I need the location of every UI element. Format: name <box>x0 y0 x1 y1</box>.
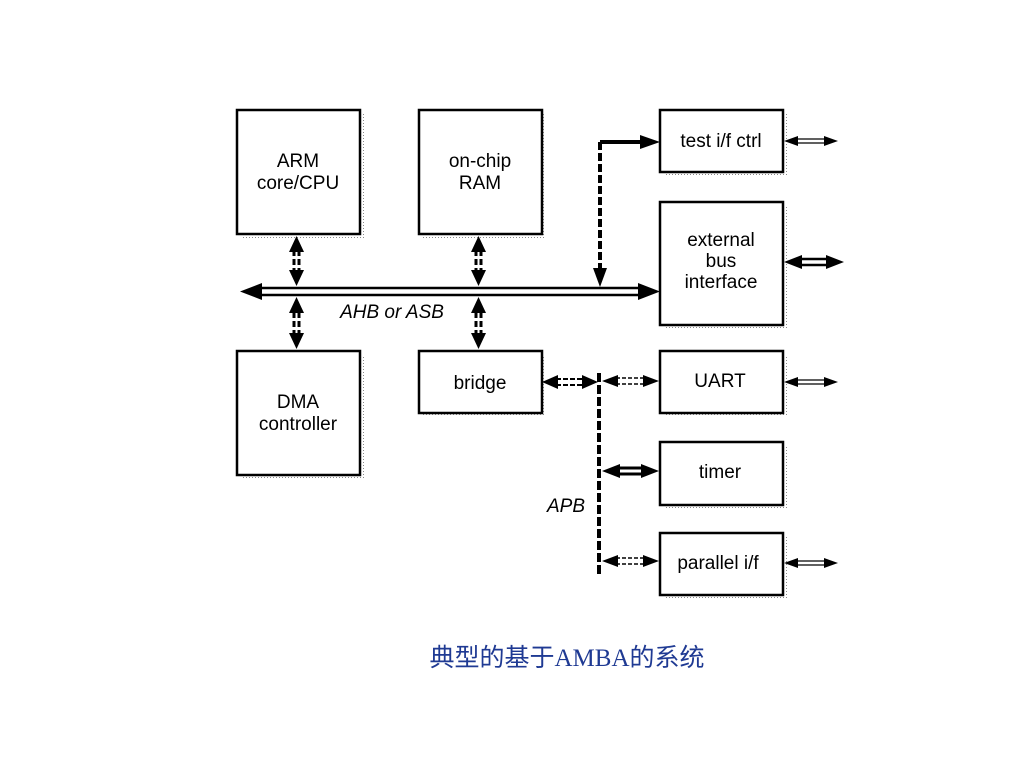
block-arm-cpu: ARM core/CPU <box>235 108 364 238</box>
block-box <box>235 108 362 236</box>
dma-controller-label-line2: controller <box>259 414 338 435</box>
block-dma-controller: DMA controller <box>235 349 364 479</box>
block-external-bus-interface: external bus interface <box>658 200 787 329</box>
block-bridge: bridge <box>417 349 546 417</box>
arrowhead-right <box>582 375 598 389</box>
arrowhead-left <box>542 375 558 389</box>
block-box <box>658 531 785 597</box>
arrowhead-right <box>824 558 838 568</box>
apb-bus-label: APB <box>546 496 585 517</box>
arrowhead-down <box>289 270 304 286</box>
external-arrow-uart <box>784 377 838 387</box>
arrowhead-up <box>289 297 304 313</box>
arrowhead-left <box>784 255 802 269</box>
on-chip-ram-label-line1: on-chip <box>449 151 511 172</box>
connector-bus-test-ctrl <box>593 135 660 287</box>
arrowhead-up <box>289 236 304 252</box>
connector-arm-cpu-bus <box>289 236 304 286</box>
arm-cpu-label-line1: ARM <box>277 151 319 172</box>
external-arrow-test-ctrl <box>784 136 838 146</box>
arrowhead-right <box>640 135 660 149</box>
block-parallel-if: parallel i/f <box>658 531 787 599</box>
parallel-if-label: parallel i/f <box>677 553 759 574</box>
block-uart: UART <box>658 349 787 417</box>
bridge-label: bridge <box>454 373 507 394</box>
block-box <box>658 108 785 174</box>
arrowhead-left <box>784 377 798 387</box>
arrowhead-down <box>289 333 304 349</box>
block-box <box>417 108 544 236</box>
external-bus-label-line3: interface <box>685 272 758 293</box>
ahb-bus-left-arrowhead <box>240 283 262 300</box>
connector-ram-bus <box>471 236 486 286</box>
connector-apb-uart <box>602 375 659 387</box>
arrowhead-right <box>824 377 838 387</box>
timer-label: timer <box>699 462 742 483</box>
arrowhead-right <box>641 464 659 478</box>
arrowhead-down <box>471 333 486 349</box>
block-test-if-ctrl: test i/f ctrl <box>658 108 787 176</box>
on-chip-ram-label-line2: RAM <box>459 173 501 194</box>
arrowhead-right <box>643 375 659 387</box>
arrowhead-right <box>826 255 844 269</box>
block-box <box>417 349 544 415</box>
connector-bridge-apb <box>542 375 598 389</box>
ahb-bus <box>240 283 660 300</box>
external-arrow-ext-bus <box>784 255 844 269</box>
block-box <box>658 200 785 327</box>
block-timer: timer <box>658 440 787 509</box>
arrowhead-left <box>602 375 618 387</box>
arm-cpu-label-line2: core/CPU <box>257 173 339 194</box>
external-bus-label-line2: bus <box>706 251 737 272</box>
arrowhead-right <box>643 555 659 567</box>
ahb-bus-right-arrowhead <box>638 283 660 300</box>
connector-bus-dma <box>289 297 304 349</box>
arrowhead-down <box>593 268 607 287</box>
slide-caption: 典型的基于AMBA的系统 <box>429 645 705 672</box>
arrowhead-up <box>471 297 486 313</box>
connector-apb-parallel <box>602 555 659 567</box>
block-box <box>658 440 785 507</box>
connector-bus-bridge <box>471 297 486 349</box>
arrowhead-down <box>471 270 486 286</box>
uart-label: UART <box>694 371 746 392</box>
external-arrow-parallel <box>784 558 838 568</box>
block-box <box>235 349 362 477</box>
arrowhead-left <box>602 464 620 478</box>
test-if-ctrl-label: test i/f ctrl <box>680 131 761 152</box>
arrowhead-left <box>784 558 798 568</box>
block-box <box>658 349 785 415</box>
arrowhead-left <box>784 136 798 146</box>
dma-controller-label-line1: DMA <box>277 392 320 413</box>
connector-apb-timer <box>602 464 659 478</box>
block-on-chip-ram: on-chip RAM <box>417 108 546 238</box>
ahb-bus-label: AHB or ASB <box>339 302 444 323</box>
arrowhead-right <box>824 136 838 146</box>
arrowhead-left <box>602 555 618 567</box>
arrowhead-up <box>471 236 486 252</box>
external-bus-label-line1: external <box>687 230 755 251</box>
